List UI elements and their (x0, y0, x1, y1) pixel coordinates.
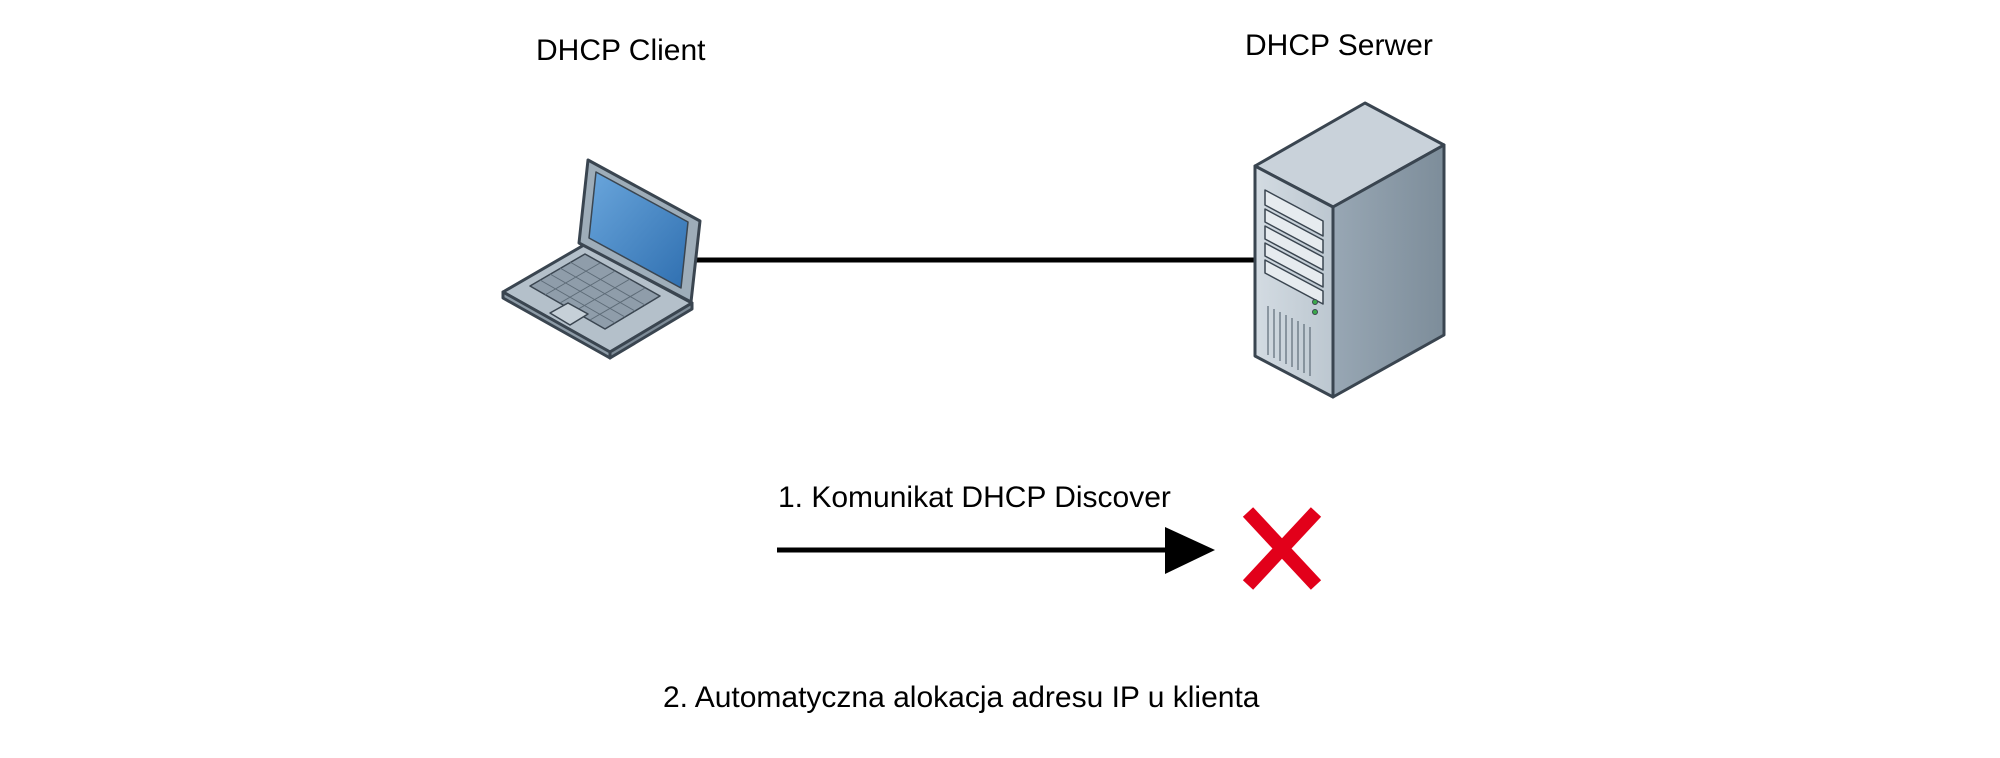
laptop-icon (501, 158, 702, 360)
step-2-label: 2. Automatyczna alokacja adresu IP u kli… (663, 681, 1260, 714)
step-1-label: 1. Komunikat DHCP Discover (778, 481, 1171, 514)
discover-arrow (777, 527, 1215, 574)
client-label: DHCP Client (536, 34, 706, 67)
server-tower-icon (1253, 101, 1446, 399)
server-label: DHCP Serwer (1245, 29, 1433, 62)
red-x-icon (1242, 507, 1322, 590)
